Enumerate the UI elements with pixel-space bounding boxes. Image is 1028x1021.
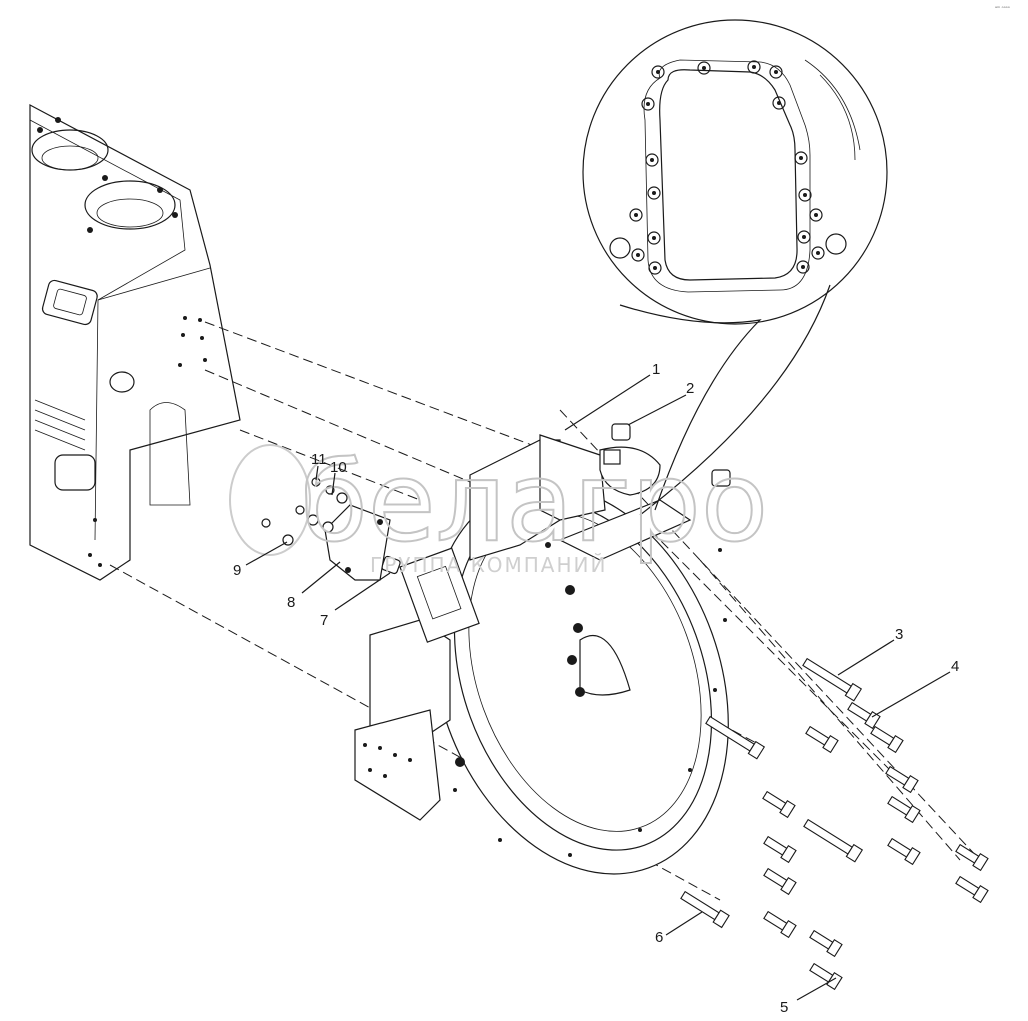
callout-1: 1 bbox=[652, 361, 660, 378]
callout-4: 4 bbox=[951, 658, 959, 675]
callout-9: 9 bbox=[233, 562, 241, 579]
watermark: белагро ГРУППА КОМПАНИЙ bbox=[229, 437, 769, 577]
bolt-part-3 bbox=[802, 657, 863, 702]
callout-3: 3 bbox=[895, 626, 903, 643]
detail-view-gasket bbox=[582, 19, 888, 516]
bolt-part-6 bbox=[680, 890, 730, 929]
bolt-part-4 bbox=[847, 701, 881, 730]
watermark-sub: ГРУППА КОМПАНИЙ bbox=[370, 553, 607, 577]
corner-mark: ᵃᵐ ᵒᵒᵒᵒ bbox=[995, 6, 1010, 12]
callout-10: 10 bbox=[330, 459, 347, 476]
fitting-part-2 bbox=[599, 423, 661, 496]
callout-7: 7 bbox=[320, 612, 328, 629]
breather-plug bbox=[711, 469, 731, 487]
callout-11: 11 bbox=[311, 451, 327, 468]
flywheel-housing bbox=[354, 434, 729, 875]
leader-lines bbox=[245, 374, 951, 1001]
bolt-part-5 bbox=[809, 962, 843, 991]
callout-6: 6 bbox=[655, 929, 663, 946]
callout-2: 2 bbox=[686, 380, 694, 397]
callout-8: 8 bbox=[287, 594, 295, 611]
engine-block bbox=[29, 104, 241, 581]
callout-labels: 1 2 3 4 5 6 7 8 9 10 11 bbox=[233, 361, 959, 1016]
bolts bbox=[680, 657, 989, 991]
callout-5: 5 bbox=[780, 999, 788, 1016]
watermark-main: белагро bbox=[300, 438, 768, 566]
